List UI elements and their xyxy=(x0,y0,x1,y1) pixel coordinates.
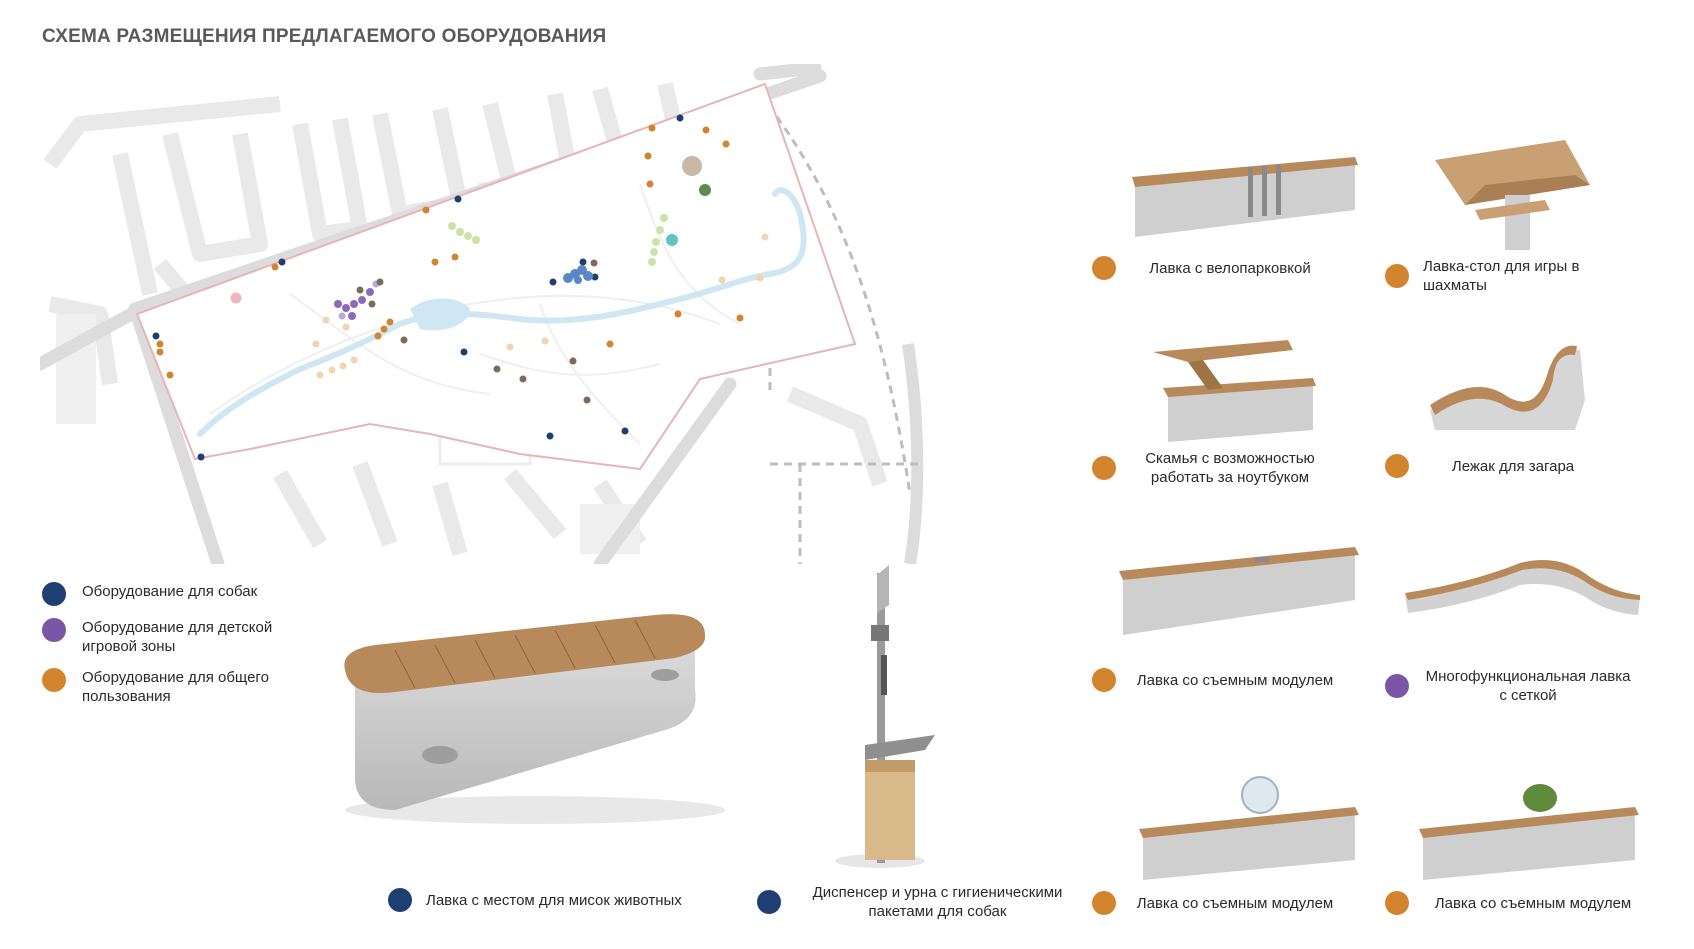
legend-item-dogs: Оборудование для собак xyxy=(42,582,362,606)
caption-removable-bench-2: Лавка со съемным модулем xyxy=(1092,891,1340,915)
caption-label: Лежак для загара xyxy=(1451,457,1575,475)
caption-dot-kids xyxy=(1385,674,1409,698)
page-title: СХЕМА РАЗМЕЩЕНИЯ ПРЕДЛАГАЕМОГО ОБОРУДОВА… xyxy=(42,26,607,47)
caption-laptop-bench: Скамья с возможностью работать за ноутбу… xyxy=(1092,449,1330,487)
legend-label: Оборудование для детской игровой зоны xyxy=(82,619,273,655)
caption-dispenser: Диспенсер и урна с гигиеническими пакета… xyxy=(757,883,1080,921)
caption-label: Диспенсер и урна с гигиеническими пакета… xyxy=(812,884,1063,920)
caption-label: Лавка с местом для мисок животных xyxy=(426,891,682,909)
site-plan-map xyxy=(40,64,924,564)
caption-dot-general xyxy=(1385,891,1409,915)
legend-dot-kids xyxy=(42,618,66,642)
sun-lounger-image xyxy=(1430,345,1585,430)
caption-label: Лавка со съемным модулем xyxy=(1136,894,1334,912)
caption-dot-general xyxy=(1092,891,1116,915)
legend-dot-dogs xyxy=(42,582,66,606)
caption-dot-general xyxy=(1092,456,1116,480)
caption-label: Многофункциональная лавка с сеткой xyxy=(1425,668,1631,704)
legend-dot-general xyxy=(42,668,66,692)
caption-dot-dogs xyxy=(388,888,412,912)
caption-dot-general xyxy=(1385,454,1409,478)
caption-dot-general xyxy=(1092,668,1116,692)
bench-with-bowls-image xyxy=(344,614,725,824)
caption-multifunctional-bench: Многофункциональная лавка с сеткой xyxy=(1385,667,1633,705)
removable-module-bench-image-2 xyxy=(1139,776,1359,880)
legend-item-general: Оборудование для общего пользования xyxy=(42,668,362,706)
chess-table-image xyxy=(1435,140,1590,250)
caption-bike-bench: Лавка с велопарковкой xyxy=(1092,256,1330,280)
caption-label: Лавка-стол для игры в шахматы xyxy=(1423,258,1580,294)
caption-dot-general xyxy=(1385,264,1409,288)
caption-dot-dogs xyxy=(757,890,781,914)
caption-bowls-bench: Лавка с местом для мисок животных xyxy=(388,888,726,912)
caption-label: Лавка со съемным модулем xyxy=(1136,671,1334,689)
removable-module-bench-image-3 xyxy=(1419,784,1639,880)
bike-bench-image xyxy=(1132,157,1358,237)
legend-label: Оборудование для собак xyxy=(82,583,258,600)
multifunctional-bench-image xyxy=(1405,560,1640,615)
caption-label: Скамья с возможностью работать за ноутбу… xyxy=(1145,450,1315,486)
removable-module-bench-image-1 xyxy=(1119,547,1359,635)
dispenser-image xyxy=(835,565,935,868)
caption-removable-bench-1: Лавка со съемным модулем xyxy=(1092,668,1340,692)
map-legend: Оборудование для собак Оборудование для … xyxy=(42,582,362,718)
legend-item-kids: Оборудование для детской игровой зоны xyxy=(42,618,362,656)
caption-chess-bench: Лавка-стол для игры в шахматы xyxy=(1385,257,1593,295)
caption-label: Лавка со съемным модулем xyxy=(1434,894,1632,912)
laptop-bench-image xyxy=(1153,340,1316,442)
caption-label: Лавка с велопарковкой xyxy=(1149,259,1311,277)
caption-dot-general xyxy=(1092,256,1116,280)
legend-label: Оборудование для общего пользования xyxy=(82,669,269,705)
caption-sun-lounger: Лежак для загара xyxy=(1385,454,1603,478)
caption-removable-bench-3: Лавка со съемным модулем xyxy=(1385,891,1643,915)
